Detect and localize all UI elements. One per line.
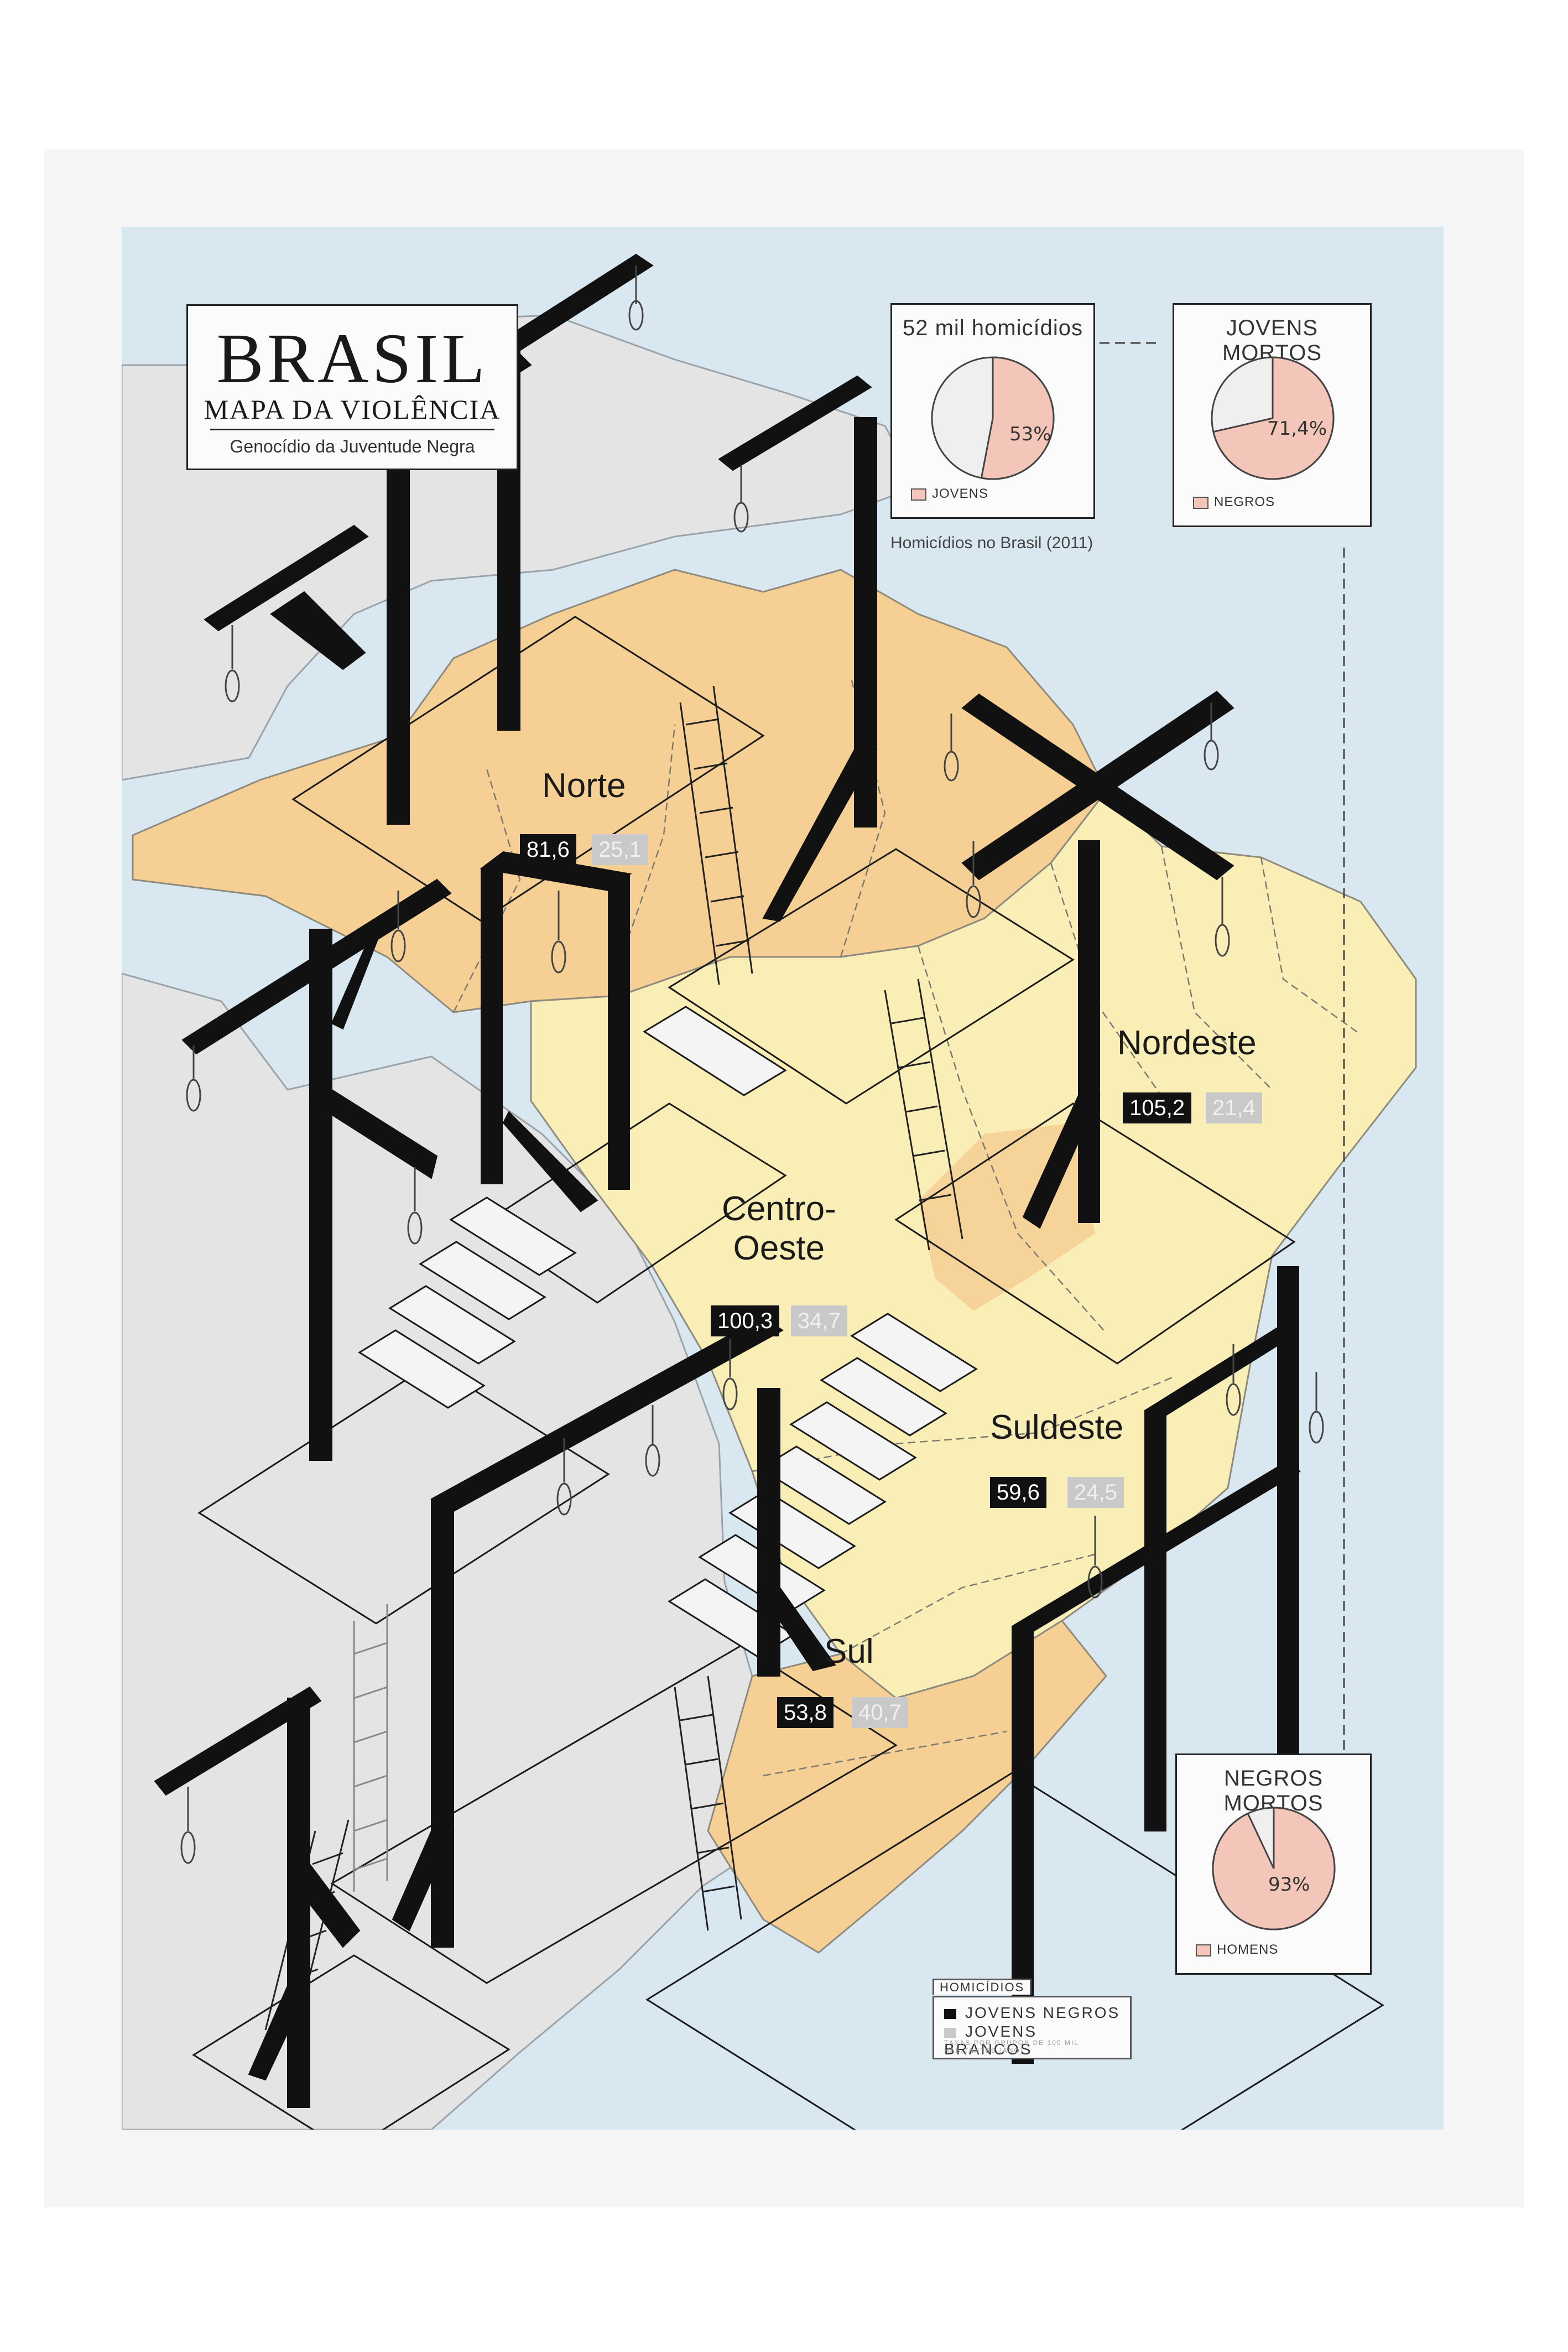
homicides-legend: HOMICÍDIOS JOVENS NEGROS JOVENS BRANCOS … <box>933 1979 1132 2059</box>
title-box: BRASIL MAPA DA VIOLÊNCIA Genocídio da Ju… <box>186 304 518 470</box>
ladders <box>264 685 963 2031</box>
pie-legend-label: HOMENS <box>1217 1942 1279 1957</box>
platforms <box>192 616 1384 2130</box>
legend-swatch <box>1193 496 1208 509</box>
value-sul-negros: 53,8 <box>777 1697 834 1728</box>
region-label-norte: Norte <box>542 767 626 805</box>
page-title: BRASIL <box>216 319 488 398</box>
pie-title: 52 mil homicídios <box>902 316 1083 340</box>
legend-swatch <box>1196 1944 1211 1956</box>
pie-slice-highlight <box>1212 1807 1336 1930</box>
pie-percent-label: 71,4% <box>1267 418 1327 440</box>
legend-swatch-black <box>944 2008 956 2019</box>
value-centro-oeste-brancos: 34,7 <box>791 1305 847 1336</box>
page-subtitle: MAPA DA VIOLÊNCIA <box>204 394 501 425</box>
pie-percent-label: 93% <box>1268 1874 1310 1896</box>
pie-card-homicidios: 52 mil homicídios 53% JOVENS <box>890 303 1095 519</box>
pie-percent-label: 53% <box>1009 423 1051 445</box>
map-area <box>122 227 1444 2130</box>
value-norte-brancos: 25,1 <box>592 834 648 865</box>
pie-legend: JOVENS <box>911 486 988 502</box>
pie-title: JOVENS MORTOS <box>1222 316 1322 365</box>
pie-card-negros-mortos: NEGROS MORTOS 93% HOMENS <box>1175 1753 1372 1975</box>
value-nordeste-negros: 105,2 <box>1123 1092 1192 1123</box>
pie-legend: NEGROS <box>1193 495 1275 510</box>
state-borders <box>452 680 1361 1777</box>
value-nordeste-brancos: 21,4 <box>1206 1092 1262 1123</box>
legend-label-negros: JOVENS NEGROS <box>965 2004 1121 2021</box>
legend-row-negros: JOVENS NEGROS <box>944 2004 1120 2022</box>
pie-slice-highlight <box>980 356 1055 480</box>
pie-legend: HOMENS <box>1196 1942 1278 1958</box>
gallows-structures <box>154 253 1301 2108</box>
pie-chart-negros-mortos: 93% <box>1212 1807 1336 1930</box>
nooses <box>180 266 1324 1864</box>
legend-label-brancos: JOVENS BRANCOS <box>944 2023 1038 2058</box>
pie-chart-jovens-mortos: 71,4% <box>1211 356 1335 480</box>
legend-heading: HOMICÍDIOS <box>933 1979 1032 1995</box>
region-label-centro-oeste: Centro- Oeste <box>722 1190 836 1268</box>
region-label-sudeste: Suldeste <box>990 1408 1124 1446</box>
legend-swatch-grey <box>944 2027 956 2038</box>
value-sul-brancos: 40,7 <box>852 1697 908 1728</box>
pie-slice-highlight <box>1212 356 1335 480</box>
page-tagline: Genocídio da Juventude Negra <box>230 436 475 456</box>
legend-note: TAXAS POR GRUPOS DE 100 MIL HABITANTES (… <box>944 2039 1079 2054</box>
region-label-sul: Sul <box>824 1632 874 1671</box>
pie-connectors <box>1084 342 1345 1770</box>
value-centro-oeste-negros: 100,3 <box>711 1305 780 1336</box>
source-note: Homicídios no Brasil (2011) <box>890 534 1093 552</box>
pie-legend-label: JOVENS <box>932 486 989 501</box>
title-divider <box>210 429 494 430</box>
pie-card-jovens-mortos: JOVENS MORTOS 71,4% NEGROS <box>1173 303 1372 527</box>
value-sudeste-negros: 59,6 <box>990 1477 1046 1508</box>
legend-swatch <box>911 488 926 501</box>
region-label-nordeste: Nordeste <box>1117 1024 1257 1062</box>
map-canvas <box>122 253 1417 2130</box>
value-sudeste-brancos: 24,5 <box>1067 1477 1124 1508</box>
pie-chart-homicidios: 53% <box>931 356 1055 480</box>
legend-row-brancos: JOVENS BRANCOS <box>944 2023 1130 2058</box>
value-norte-negros: 81,6 <box>520 834 576 865</box>
pie-legend-label: NEGROS <box>1214 495 1275 509</box>
